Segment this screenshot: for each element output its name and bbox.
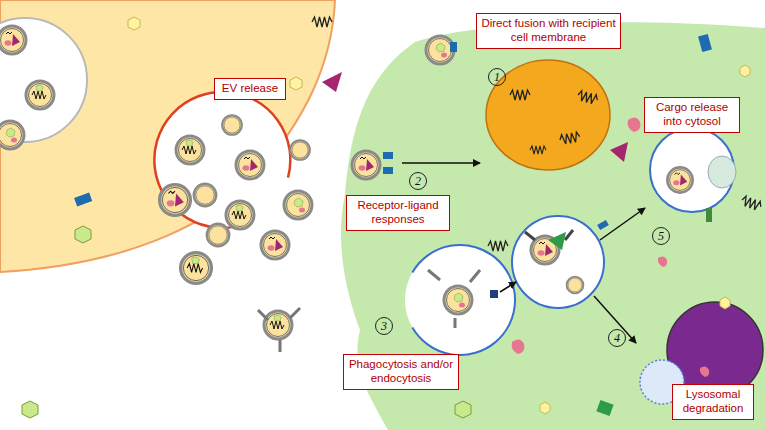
callout-number: 3 (375, 317, 393, 335)
text-box: Lysosomal degradation (672, 384, 754, 420)
free-cargo (22, 17, 763, 418)
receptors (258, 42, 609, 352)
box-label: Phagocytosis and/or endocytosis (348, 358, 454, 386)
arrows (402, 163, 645, 343)
box-label: Receptor-ligand responses (351, 199, 445, 227)
nucleus (486, 60, 610, 170)
box-label: Cargo release into cytosol (649, 101, 735, 129)
text-box: Phagocytosis and/or endocytosis (343, 354, 459, 390)
box-label: Lysosomal degradation (677, 388, 749, 416)
text-box: EV release (214, 78, 286, 100)
phagocytic-cup (405, 245, 515, 355)
text-box: Direct fusion with recipient cell membra… (476, 13, 621, 49)
mvb-membrane (154, 92, 290, 228)
vesicles (0, 26, 693, 339)
callout-number: 1 (488, 68, 506, 86)
mvb-fusion (154, 92, 290, 228)
callout-number: 2 (409, 172, 427, 190)
text-box: Receptor-ligand responses (346, 195, 450, 231)
box-label: Direct fusion with recipient cell membra… (481, 17, 616, 45)
callout-number: 5 (652, 227, 670, 245)
text-box: Cargo release into cytosol (644, 97, 740, 133)
callout-number: 4 (608, 329, 626, 347)
recipient-cell (341, 22, 765, 430)
endosome (512, 216, 604, 308)
box-label: EV release (219, 82, 281, 96)
